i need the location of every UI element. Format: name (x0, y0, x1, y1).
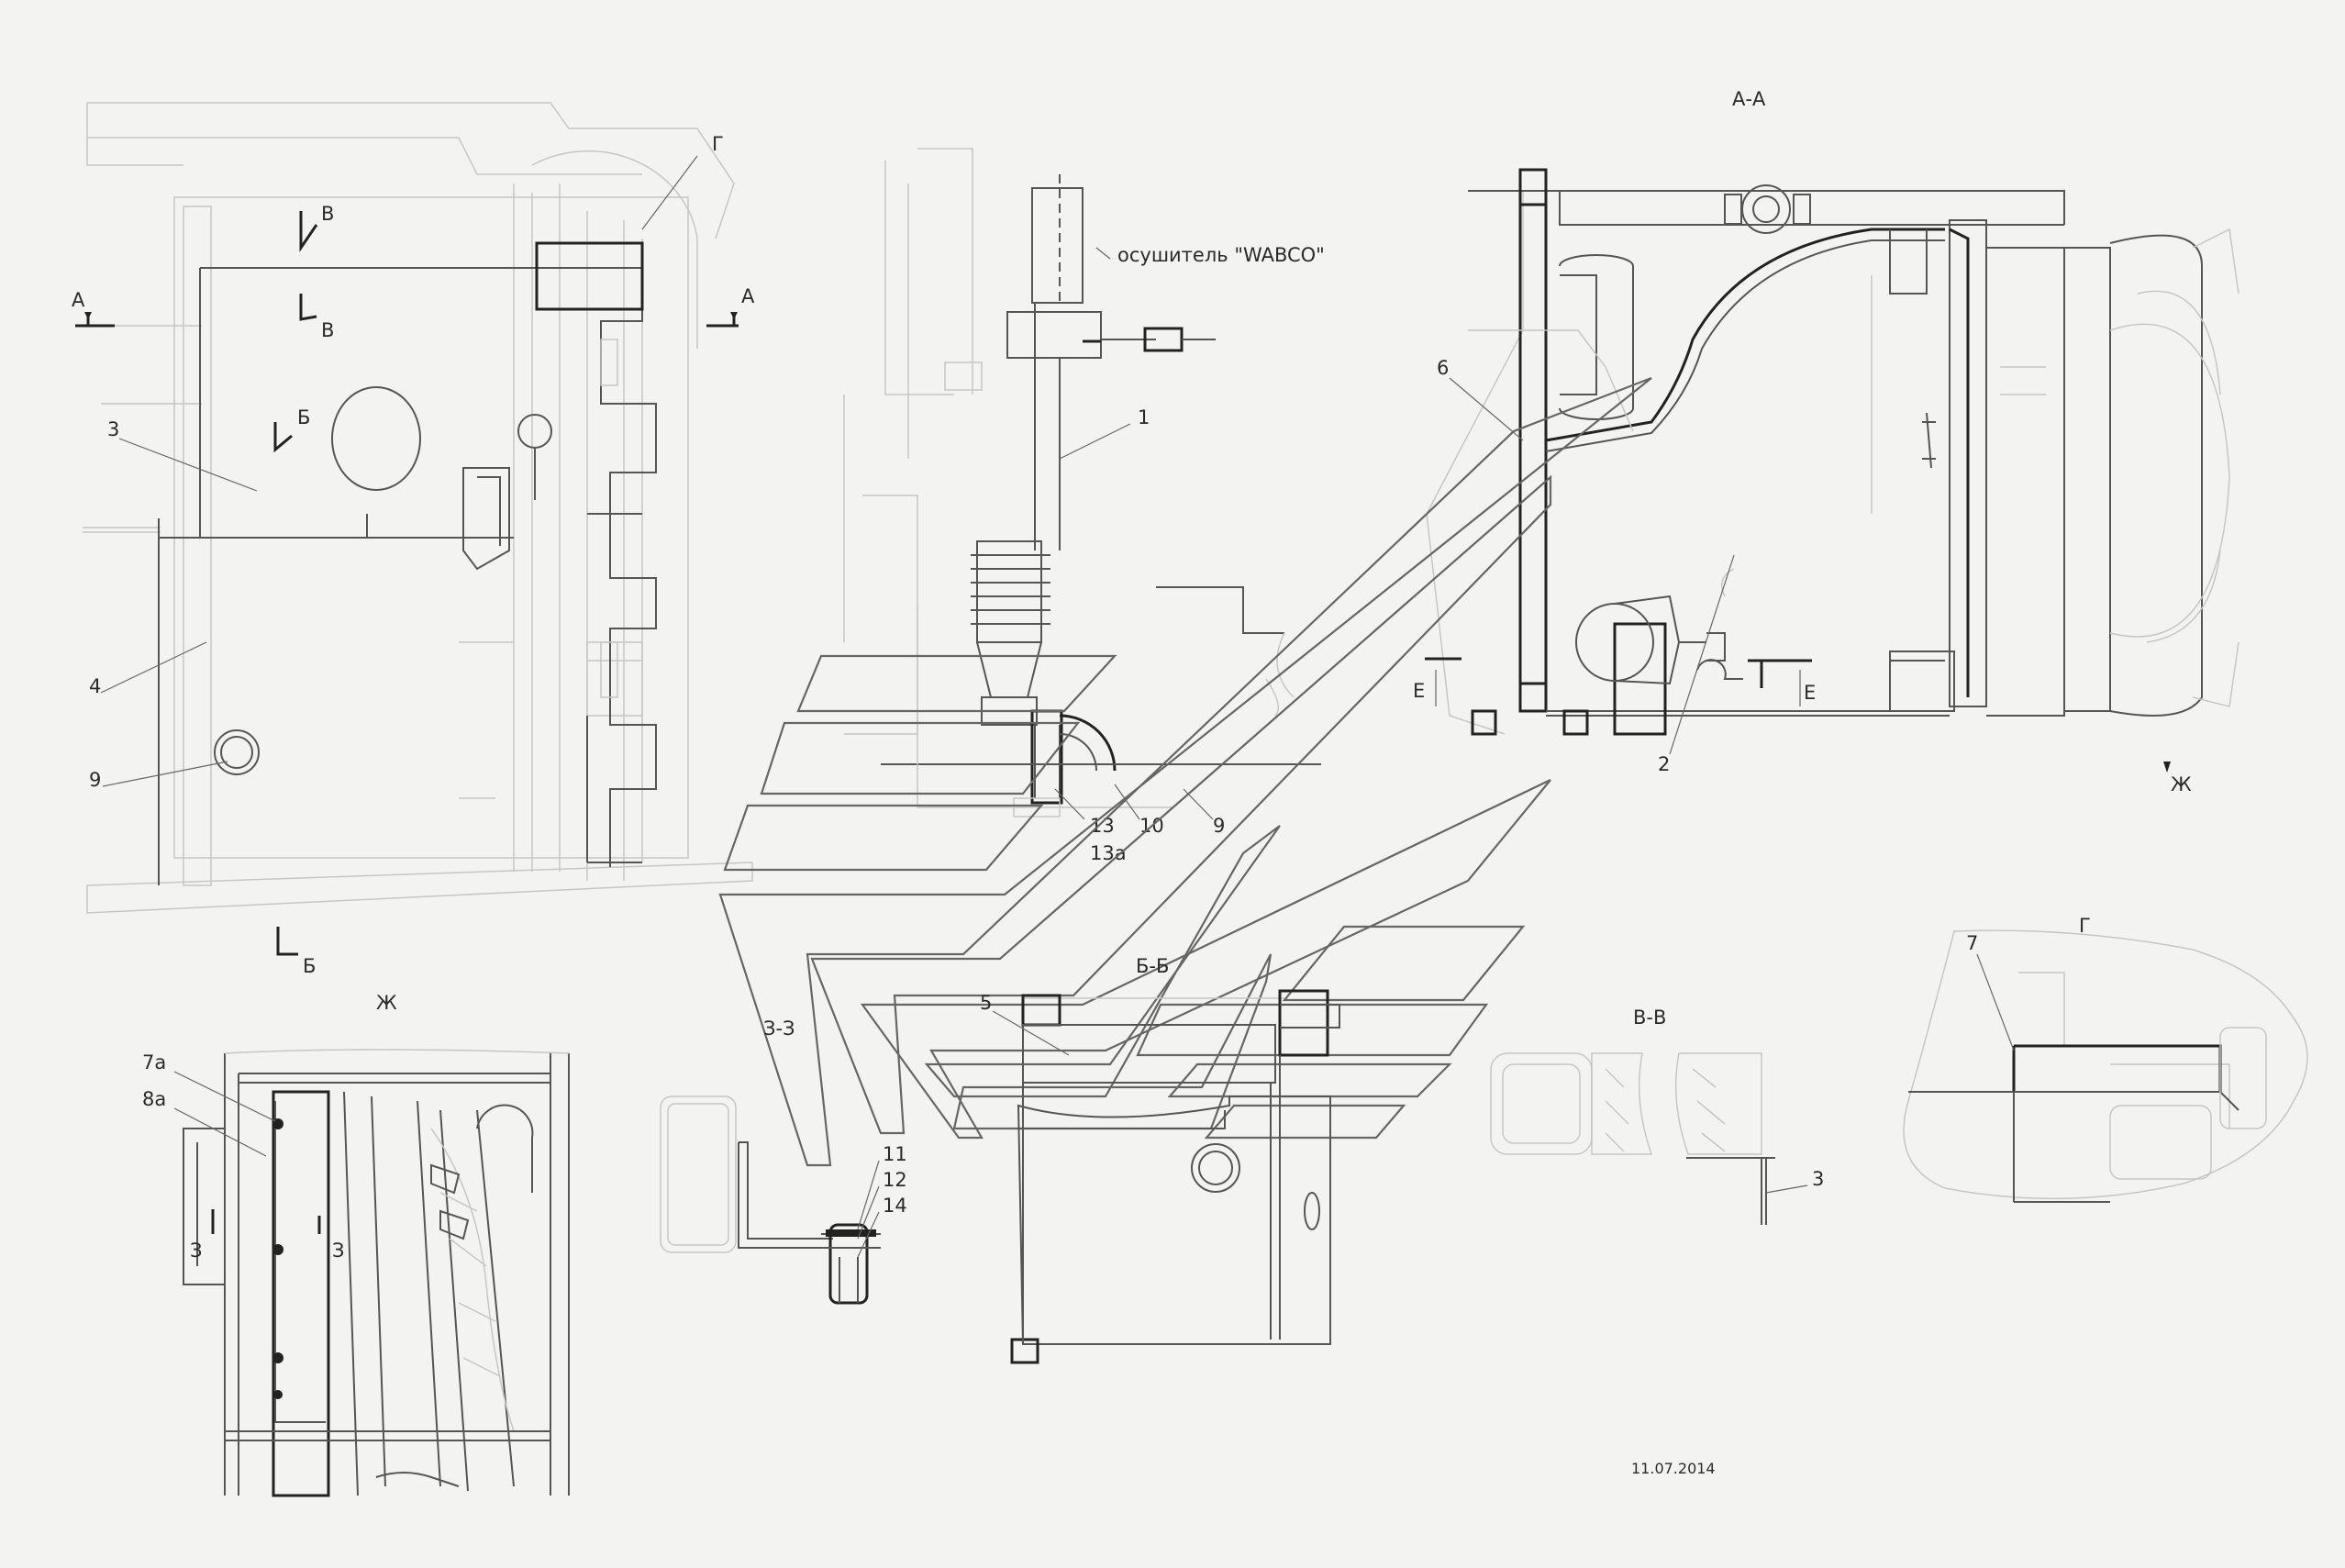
section-zz-title: З-З (763, 1018, 795, 1040)
plan-position-labels: 3 4 9 (89, 418, 258, 791)
position-9: 9 (89, 769, 101, 791)
cut-e-left-label: Е (1413, 680, 1425, 702)
position-3-vv: 3 (1812, 1168, 1824, 1190)
section-vv-position-labels: 3 (1765, 1168, 1824, 1194)
position-6: 6 (1437, 357, 1449, 379)
cut-a-right-label: А (741, 285, 755, 307)
position-8a: 8а (142, 1088, 166, 1110)
section-zz-position-labels: 11 12 14 (857, 1143, 907, 1258)
section-bb-title: Б-Б (1136, 955, 1169, 977)
view-g-position-labels: 7 (1966, 932, 2015, 1051)
view-g: Г (1903, 915, 2308, 1203)
break-lines (718, 376, 1652, 1167)
position-9b: 9 (1213, 815, 1225, 837)
view-g-title: Г (2079, 915, 2091, 937)
position-12: 12 (883, 1169, 907, 1191)
position-3: 3 (107, 418, 119, 440)
cut-v-top-label: В (321, 203, 334, 225)
section-vv-title: В-В (1633, 1006, 1666, 1029)
dryer-assembly: осушитель "WABCO" (843, 148, 1325, 817)
arrow-zh-label: Ж (2171, 773, 2192, 795)
zz-cut-right-label: З (332, 1240, 344, 1262)
zz-cut-left-label: З (190, 1240, 202, 1262)
section-aa-view: А-А (1413, 88, 2239, 795)
view-g-top-label: Г (712, 133, 724, 155)
position-14: 14 (883, 1195, 907, 1217)
cut-markers-plan: А А В В Б Б Г (72, 133, 755, 977)
section-vv-view: В-В (1490, 1006, 1775, 1225)
section-bb-position-labels: 5 (980, 992, 1070, 1056)
position-4: 4 (89, 675, 101, 697)
date-stamp: 11.07.2014 (1631, 1460, 1716, 1477)
position-7: 7 (1966, 932, 1978, 954)
cut-b-top-label: Б (297, 406, 310, 428)
cut-b-bottom-label: Б (303, 955, 316, 977)
section-aa-title: А-А (1732, 88, 1766, 110)
cut-v-bottom-label: В (321, 319, 334, 341)
cut-e-right-label: Е (1804, 682, 1816, 704)
position-2: 2 (1658, 753, 1670, 775)
view-zh-position-labels: 7а 8а (142, 1051, 276, 1157)
plan-view (83, 102, 753, 914)
dryer-label: осушитель "WABCO" (1117, 244, 1325, 266)
position-1: 1 (1138, 406, 1150, 428)
section-bb-view: Б-Б (1010, 955, 1340, 1364)
view-zh: Ж З З (183, 992, 570, 1497)
dryer-position-labels: 1 13 13а 10 9 (1054, 406, 1225, 864)
position-5: 5 (980, 992, 992, 1014)
position-7a: 7а (142, 1051, 166, 1073)
view-zh-title: Ж (376, 992, 397, 1014)
section-zz-view: З-З (660, 1018, 881, 1305)
position-11: 11 (883, 1143, 907, 1165)
section-aa-position-labels: 6 2 (1437, 357, 1735, 775)
position-13: 13 (1090, 815, 1115, 837)
cut-a-left-label: А (72, 289, 85, 311)
